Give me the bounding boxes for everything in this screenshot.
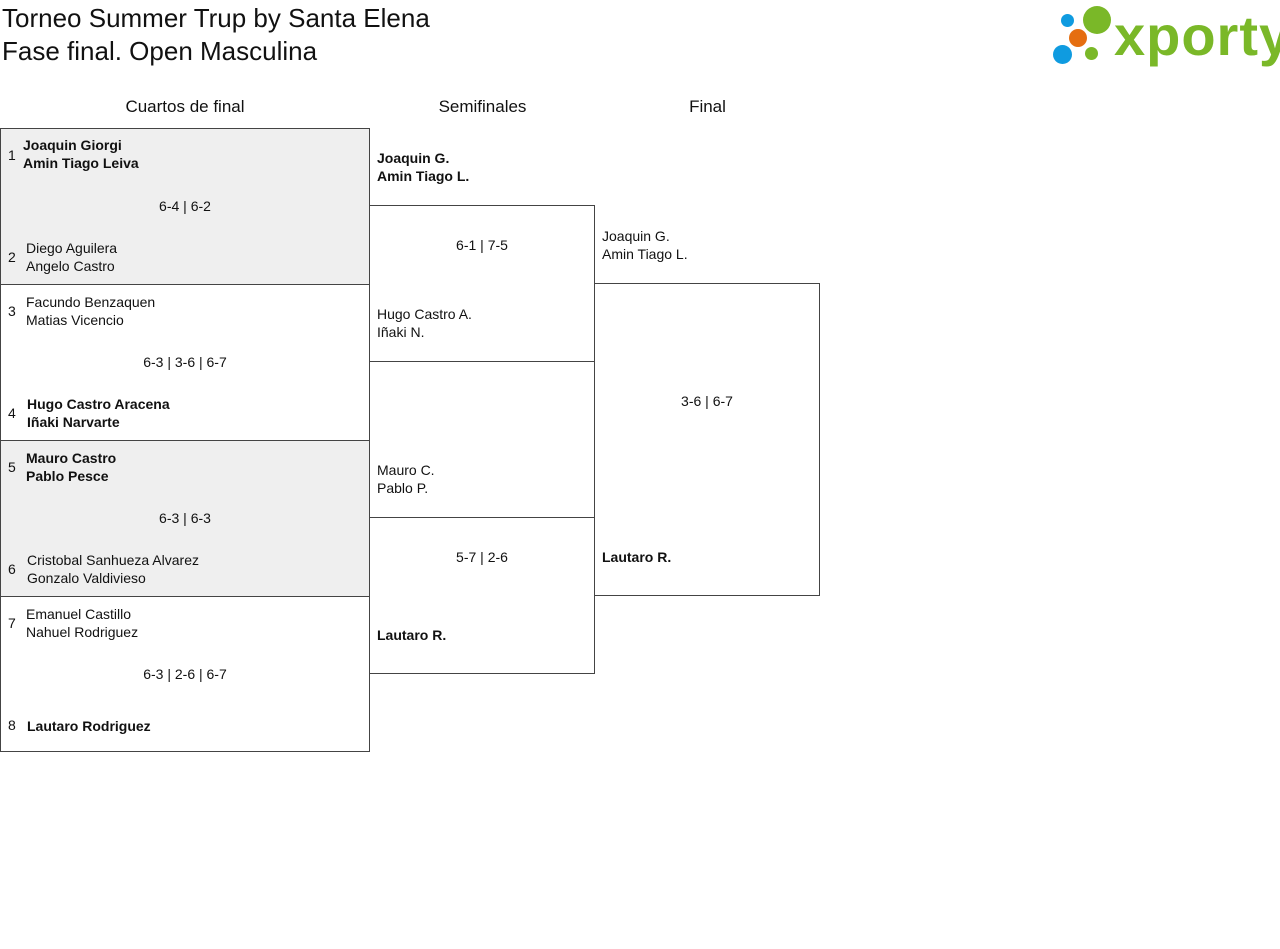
seed-number: 3: [8, 303, 16, 319]
player-name: Emanuel Castillo: [26, 606, 132, 622]
seed-number: 8: [8, 717, 16, 733]
player-name: Nahuel Rodriguez: [26, 624, 139, 640]
match-score: 6-3 | 6-3: [159, 510, 211, 526]
player-name: Gonzalo Valdivieso: [27, 570, 146, 586]
logo-dot-icon: [1061, 14, 1074, 27]
logo-dot-icon: [1053, 45, 1072, 64]
seed-number: 1: [8, 147, 16, 163]
logo-dot-icon: [1083, 6, 1111, 34]
team-3: Facundo Benzaquen Matias Vicencio: [26, 293, 155, 329]
player-name: Hugo Castro A.: [377, 306, 472, 322]
player-name: Angelo Castro: [26, 258, 115, 274]
team-6: Cristobal Sanhueza Alvarez Gonzalo Valdi…: [27, 551, 199, 587]
final-team-bottom: Lautaro R.: [602, 548, 671, 566]
round-title-quarterfinals: Cuartos de final: [125, 97, 245, 116]
player-name: Hugo Castro Aracena: [27, 396, 170, 412]
match-score: 5-7 | 2-6: [456, 549, 508, 565]
player-name: Amin Tiago L.: [377, 168, 470, 184]
player-name: Amin Tiago L.: [602, 246, 688, 262]
player-name: Facundo Benzaquen: [26, 294, 156, 310]
team-1: Joaquin Giorgi Amin Tiago Leiva: [23, 136, 139, 172]
player-name: Amin Tiago Leiva: [23, 155, 139, 171]
player-name: Diego Aguilera: [26, 240, 118, 256]
team-2: Diego Aguilera Angelo Castro: [26, 239, 117, 275]
tournament-title: Torneo Summer Trup by Santa Elena: [2, 3, 430, 33]
semifinal-1-team-top: Joaquin G. Amin Tiago L.: [377, 149, 469, 185]
seed-number: 2: [8, 249, 16, 265]
xporty-logo: xporty: [1052, 4, 1280, 68]
quarterfinal-match-4[interactable]: 7 Emanuel Castillo Nahuel Rodriguez 6-3 …: [0, 596, 370, 752]
round-title-semifinals: Semifinales: [438, 97, 527, 116]
seed-number: 6: [8, 561, 16, 577]
seed-number: 7: [8, 615, 16, 631]
phase-title: Fase final. Open Masculina: [2, 36, 318, 66]
player-name: Mauro C.: [377, 462, 435, 478]
match-score: 6-3 | 3-6 | 6-7: [143, 354, 227, 370]
player-name: Pablo P.: [377, 480, 429, 496]
player-name: Joaquin Giorgi: [23, 137, 122, 153]
match-score: 3-6 | 6-7: [681, 393, 733, 409]
logo-dot-icon: [1069, 29, 1087, 47]
player-name: Joaquin G.: [602, 228, 670, 244]
logo-wordmark: xporty: [1114, 4, 1280, 67]
player-name: Lautaro Rodriguez: [27, 718, 151, 734]
semifinal-match-2[interactable]: 5-7 | 2-6 Lautaro R.: [369, 517, 595, 674]
player-name: Joaquin G.: [377, 150, 450, 166]
player-name: Mauro Castro: [26, 450, 117, 466]
semifinal-2-team-top: Mauro C. Pablo P.: [377, 461, 435, 497]
seed-number: 5: [8, 459, 16, 475]
player-name: Iñaki Narvarte: [27, 414, 120, 430]
team-5: Mauro Castro Pablo Pesce: [26, 449, 116, 485]
semifinal-1-team-bottom: Hugo Castro A. Iñaki N.: [377, 305, 472, 341]
player-name: Pablo Pesce: [26, 468, 109, 484]
match-score: 6-1 | 7-5: [456, 237, 508, 253]
semifinal-match-1[interactable]: 6-1 | 7-5 Hugo Castro A. Iñaki N.: [369, 205, 595, 362]
player-name: Lautaro R.: [377, 627, 447, 643]
logo-dot-icon: [1085, 47, 1098, 60]
match-score: 6-3 | 2-6 | 6-7: [143, 666, 227, 682]
player-name: Iñaki N.: [377, 324, 425, 340]
team-7: Emanuel Castillo Nahuel Rodriguez: [26, 605, 138, 641]
quarterfinal-match-3[interactable]: 5 Mauro Castro Pablo Pesce 6-3 | 6-3 6 C…: [0, 440, 370, 597]
semifinal-2-team-bottom: Lautaro R.: [377, 626, 446, 644]
player-name: Cristobal Sanhueza Alvarez: [27, 552, 199, 568]
team-8: Lautaro Rodriguez: [27, 717, 151, 735]
team-4: Hugo Castro Aracena Iñaki Narvarte: [27, 395, 170, 431]
match-score: 6-4 | 6-2: [159, 198, 211, 214]
seed-number: 4: [8, 405, 16, 421]
final-match[interactable]: 3-6 | 6-7 Lautaro R.: [594, 283, 820, 596]
quarterfinal-match-2[interactable]: 3 Facundo Benzaquen Matias Vicencio 6-3 …: [0, 284, 370, 441]
final-team-top: Joaquin G. Amin Tiago L.: [602, 227, 688, 263]
round-title-final: Final: [689, 97, 726, 116]
quarterfinal-match-1[interactable]: 1 Joaquin Giorgi Amin Tiago Leiva 6-4 | …: [0, 128, 370, 285]
player-name: Lautaro R.: [602, 549, 672, 565]
player-name: Matias Vicencio: [26, 312, 124, 328]
